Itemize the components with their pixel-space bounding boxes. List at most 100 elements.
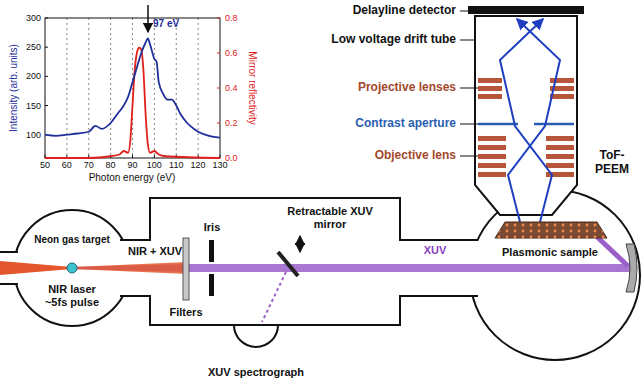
grid-line <box>154 18 155 158</box>
part-label: XUV <box>424 244 447 257</box>
part-label: Retractable XUV mirror <box>274 205 386 230</box>
tick-label: 50 <box>40 160 50 170</box>
filter-chamber <box>150 198 400 325</box>
leader-line <box>460 88 478 89</box>
objective-lens <box>478 154 506 159</box>
peak-arrow <box>147 5 149 32</box>
tick-mark <box>45 105 48 106</box>
pipe-wall <box>120 295 150 297</box>
tick-label: 80 <box>106 160 116 170</box>
tick-label: 0.6 <box>225 48 238 58</box>
plot-frame <box>45 18 220 158</box>
part-label: XUV spectrograph <box>208 366 304 379</box>
tick-label: 70 <box>84 160 94 170</box>
experiment-chamber <box>470 190 640 360</box>
electron-trajectory <box>508 19 560 222</box>
drift-tube <box>475 16 577 215</box>
plasmonic-structures <box>495 222 607 238</box>
pipe-wall <box>0 283 18 285</box>
grid-line <box>176 18 177 158</box>
nir-beam <box>0 261 72 275</box>
grid-line <box>110 18 111 158</box>
diverted-xuv-beam <box>262 272 286 322</box>
tick-label: 200 <box>26 71 41 81</box>
spectrum-chart <box>45 18 220 158</box>
tick-label: 110 <box>169 160 183 170</box>
tick-label: 120 <box>191 160 206 170</box>
tick-label: 0.4 <box>225 83 238 93</box>
tick-label: 0.2 <box>225 118 238 128</box>
delayline-detector <box>468 6 584 14</box>
tick-label: 0.0 <box>225 153 238 163</box>
spectrum-curve <box>45 38 220 137</box>
filters <box>183 238 189 300</box>
xuv-spectrograph <box>234 325 278 347</box>
grid-line <box>66 18 67 158</box>
leader-line <box>460 11 468 12</box>
projective-lens <box>550 78 574 83</box>
electron-trajectory <box>500 19 552 222</box>
grid-line <box>88 18 89 158</box>
tick-label: 90 <box>127 160 137 170</box>
nir-beam <box>72 262 188 274</box>
objective-lens <box>478 145 506 150</box>
reflectivity-curve <box>45 48 220 158</box>
iris <box>209 274 214 296</box>
tick-label: 0.8 <box>225 13 238 23</box>
axis-title: Intensity (arb. units) <box>8 44 20 132</box>
objective-lens <box>546 145 574 150</box>
part-label: NIR + XUV <box>128 245 182 258</box>
objective-lens <box>546 163 574 168</box>
part-label: NIR laser ~5fs pulse <box>36 283 108 308</box>
retract-arrow <box>299 236 301 252</box>
gas-target <box>67 263 77 273</box>
lens-stack <box>478 78 574 177</box>
leader-line <box>460 40 475 41</box>
retractable-mirror <box>278 252 298 276</box>
contrast-aperture <box>478 123 518 126</box>
pipe-wall <box>0 251 18 253</box>
projective-lens <box>478 78 502 83</box>
focusing-mirror <box>626 244 637 292</box>
objective-lens <box>546 154 574 159</box>
plasmonic-sample <box>495 222 607 238</box>
pipe-wall <box>400 239 478 241</box>
contrast-aperture <box>534 123 574 126</box>
pipe-wall <box>400 295 478 297</box>
tick-label: 100 <box>26 129 41 139</box>
tick-label: 250 <box>26 42 41 52</box>
part-label: Filters <box>169 306 202 319</box>
part-label: Low voltage drift tube <box>331 33 456 47</box>
projective-lens <box>478 86 502 91</box>
reflected-xuv-beam <box>594 234 628 266</box>
tick-label: 60 <box>62 160 72 170</box>
projective-lens <box>478 94 502 99</box>
objective-lens <box>478 163 506 168</box>
part-label: Projective lenses <box>358 81 456 95</box>
axis-title: Photon energy (eV) <box>89 172 176 184</box>
pipe-wall <box>120 239 150 241</box>
tick-mark <box>154 155 155 158</box>
leader-line <box>460 124 478 125</box>
tick-label: 300 <box>26 13 41 23</box>
tick-mark <box>45 18 48 19</box>
part-label: Neon gas target <box>34 234 110 246</box>
objective-lens <box>478 136 506 141</box>
leader-line <box>460 156 478 157</box>
tick-mark <box>217 88 220 89</box>
part-label: Plasmonic sample <box>502 246 598 259</box>
projective-lens <box>550 94 574 99</box>
part-label: Contrast aperture <box>355 117 456 131</box>
tick-mark <box>217 18 220 19</box>
tick-mark <box>45 47 48 48</box>
tick-mark <box>132 155 133 158</box>
objective-lens <box>478 172 506 177</box>
part-label: Objective lens <box>375 149 456 163</box>
tick-mark <box>45 76 48 77</box>
tick-mark <box>217 53 220 54</box>
tick-label: 150 <box>26 100 41 110</box>
tick-label: 100 <box>147 160 162 170</box>
axis-title: Mirror reflectivity <box>246 51 258 124</box>
part-label: ToF-PEEM <box>590 149 634 177</box>
